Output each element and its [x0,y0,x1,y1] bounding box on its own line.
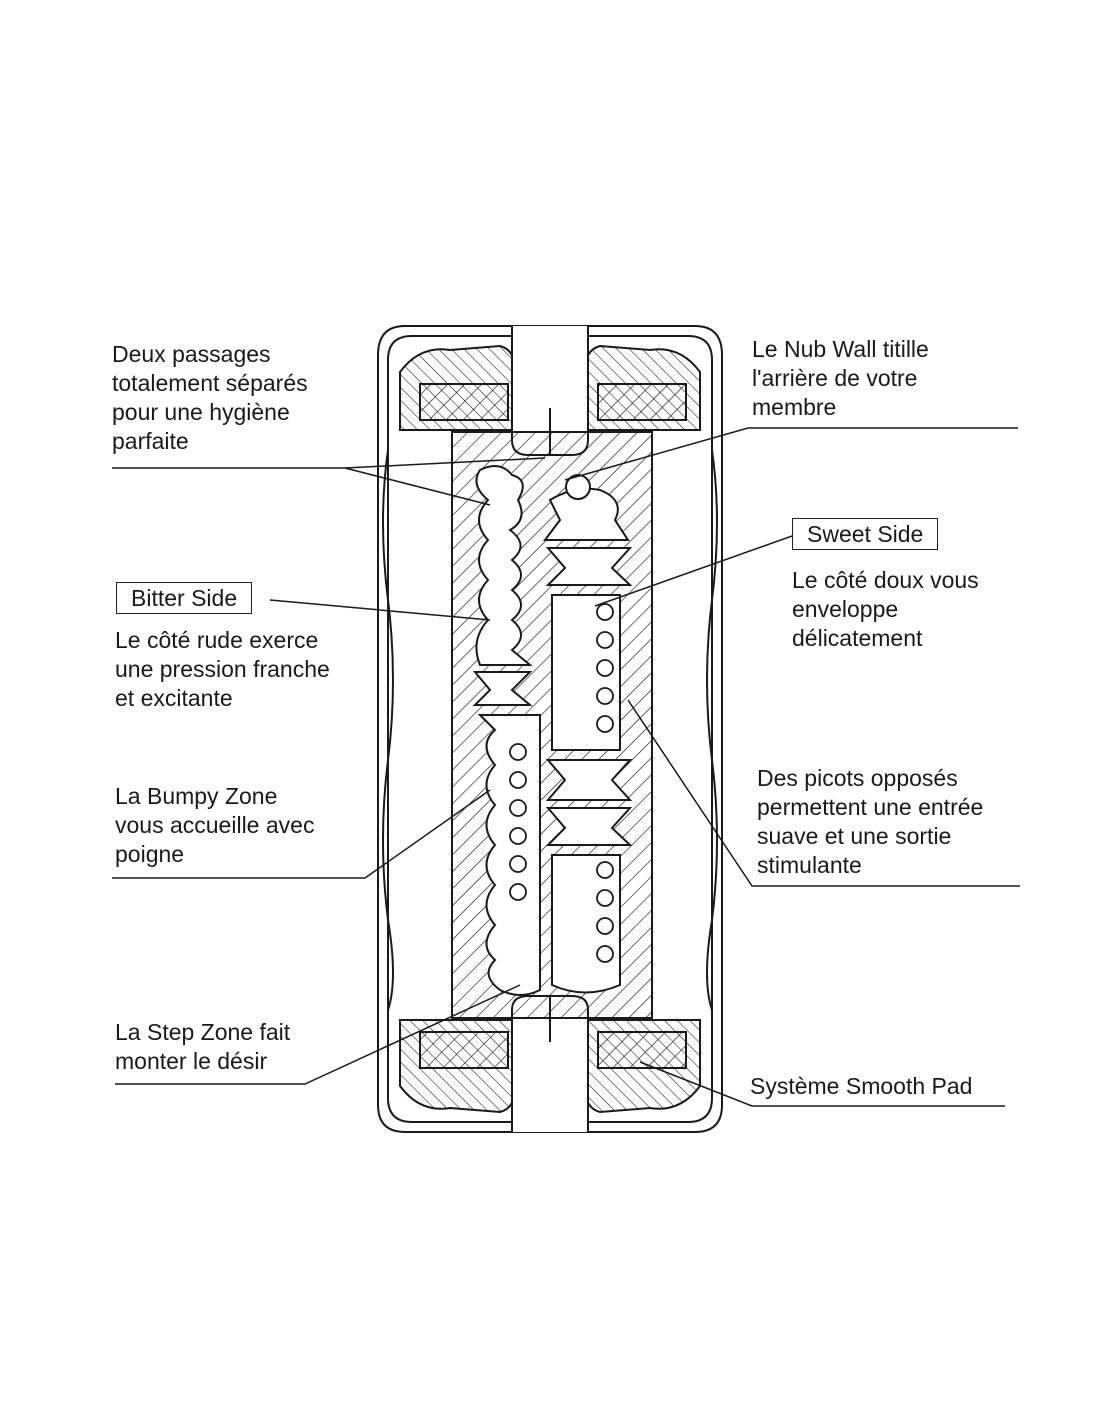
label-picots: Des picots opposés permettent une entrée… [757,765,984,878]
label-bumpy-zone: La Bumpy Zone vous accueille avec poigne [115,783,315,867]
leader-step-zone [115,984,521,1085]
leader-sweet-side [594,535,793,607]
leader-lines [112,427,1020,1107]
label-nub-wall: Le Nub Wall titille l'arrière de votre m… [752,336,929,420]
label-deux-passages: Deux passages totalement séparés pour un… [112,341,308,454]
leader-deux-passages [112,467,491,506]
label-smooth-pad: Système Smooth Pad [750,1073,973,1099]
leader-bitter-side [269,599,491,621]
leader-picots [627,699,1020,887]
outer-casing [377,325,723,1133]
label-bitter-side: Le côté rude exerce une pression franche… [115,627,330,711]
label-sweet-side: Le côté doux vous enveloppe délicatement [792,567,979,651]
nub-bumps [509,603,614,963]
sweet-side-title: Sweet Side [792,518,939,550]
leader-smooth-pad [639,1061,1005,1107]
label-step-zone: La Step Zone fait monter le désir [115,1019,291,1074]
top-caps [399,326,701,456]
leader-bumpy-zone [112,789,491,879]
leader-nub-wall [564,427,1018,481]
sleeve-body [451,431,653,1019]
bitter-side-title: Bitter Side [116,582,253,614]
